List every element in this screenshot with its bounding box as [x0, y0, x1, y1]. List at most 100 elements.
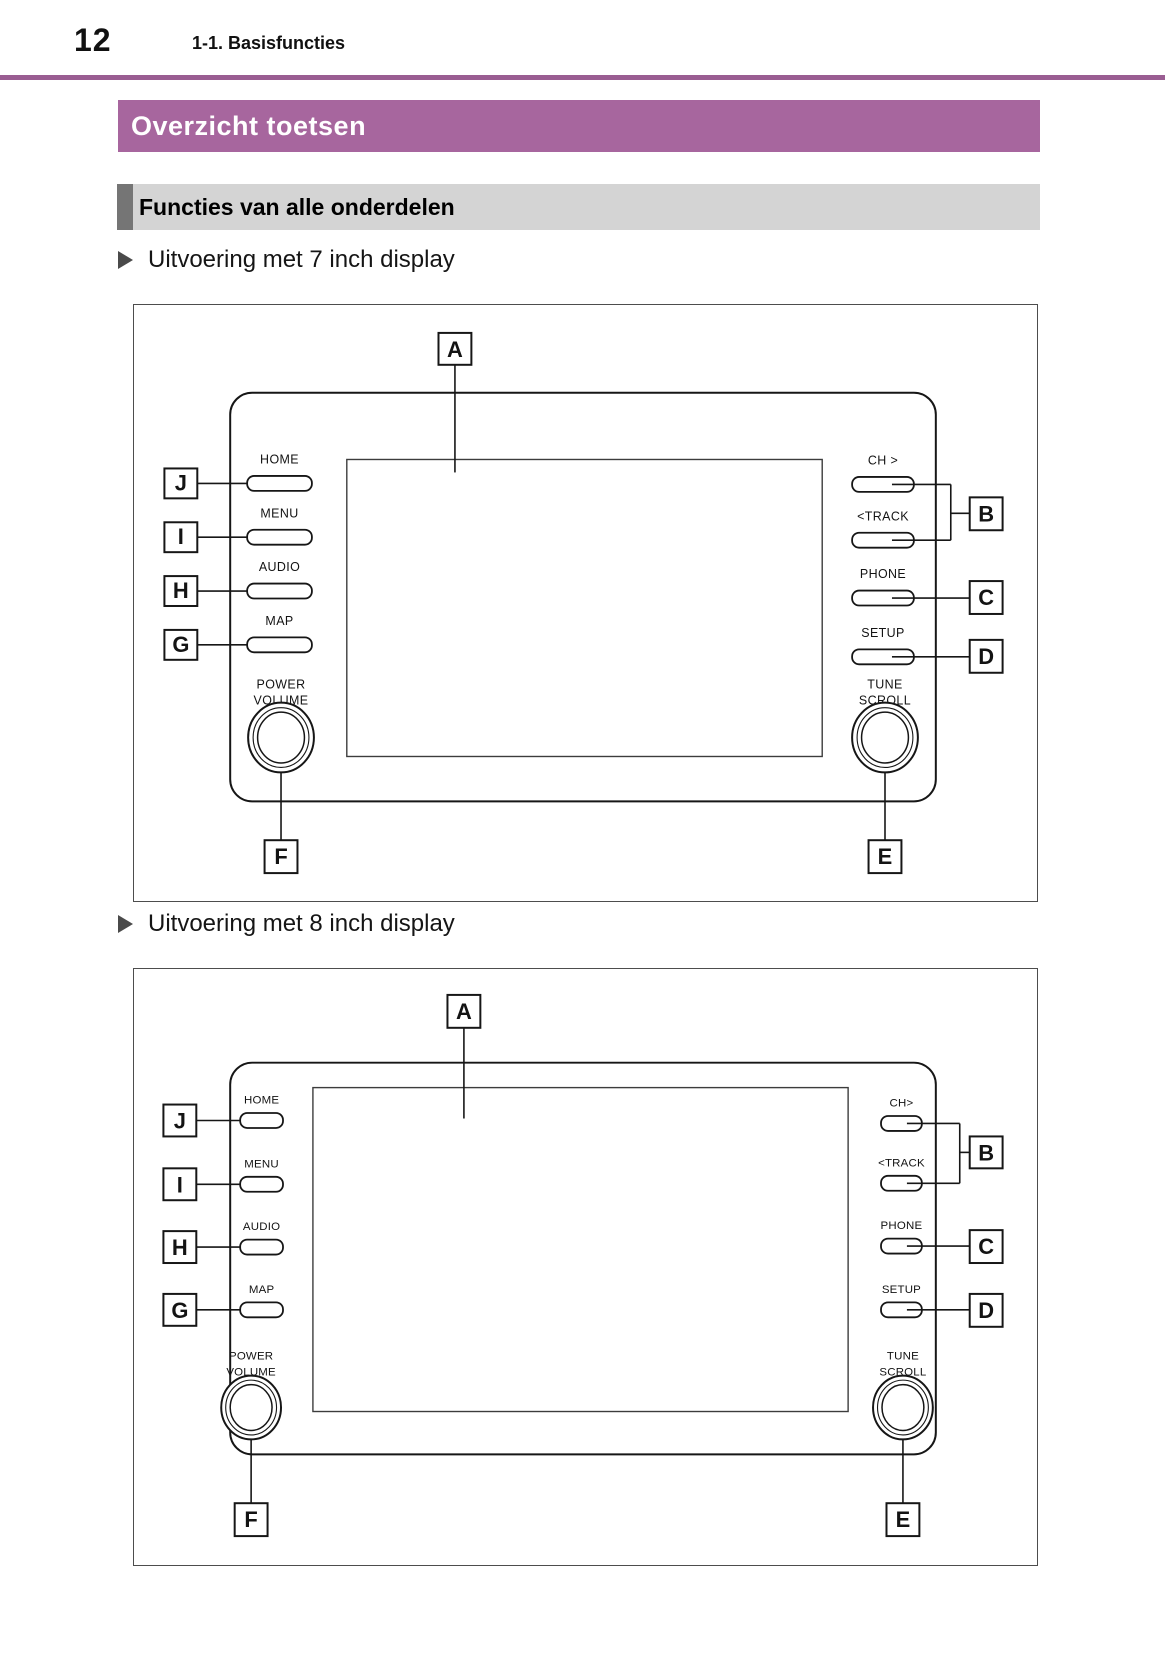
callout-box-i	[163, 521, 199, 554]
triangle-bullet-icon	[118, 251, 133, 269]
map-button-label: MAP	[249, 1284, 275, 1296]
callout-box-b	[968, 496, 1004, 532]
callout-box-b	[968, 1135, 1004, 1170]
callout-box-i	[162, 1167, 198, 1202]
variant-heading-8inch: Uitvoering met 8 inch display	[118, 910, 455, 938]
callout-letter-f: F	[244, 1507, 257, 1532]
power-label: POWER	[257, 678, 306, 692]
callout-letter-g: G	[171, 1298, 188, 1323]
scroll-label: SCROLL	[879, 1367, 926, 1379]
callout-box-d	[968, 1292, 1004, 1328]
callout-ch-track: B	[906, 1122, 1004, 1185]
diagram-8-inch: A HOME J MENU I AUDIO H MAP	[162, 993, 1004, 1538]
callout-letter-d: D	[978, 644, 994, 669]
audio-button	[246, 582, 313, 600]
callout-letter-b: B	[978, 1140, 994, 1165]
volume-label: VOLUME	[226, 1367, 276, 1379]
callout-letter-a: A	[456, 999, 472, 1024]
section-title: Functies van alle onderdelen	[117, 184, 1040, 230]
callout-letter-i: I	[178, 524, 184, 549]
knob-inner-ring	[881, 1383, 925, 1432]
track-button-label: <TRACK	[857, 509, 909, 523]
knob-mid-ring	[876, 1379, 929, 1436]
callout-box-g	[163, 628, 199, 661]
callout-letter-b: B	[978, 501, 994, 526]
setup-button-label: SETUP	[882, 1284, 921, 1296]
diagram-7-inch: A HOME J MENU I AUDIO H MAP	[163, 331, 1004, 875]
figure-7-inch: A HOME J MENU I AUDIO H MAP	[133, 304, 1038, 902]
ch-row: CH>	[880, 1098, 923, 1132]
callout-box-a	[437, 331, 473, 366]
figure-8-inch: A HOME J MENU I AUDIO H MAP	[133, 968, 1038, 1566]
callout-box-d	[968, 638, 1004, 674]
map-button	[246, 636, 313, 654]
callout-letter-e: E	[896, 1507, 911, 1532]
callout-box-f	[233, 1502, 269, 1538]
display-screen	[346, 458, 823, 758]
audio-button-label: AUDIO	[243, 1221, 280, 1233]
home-button	[246, 475, 313, 492]
power-volume-knob: POWER VOLUME F	[220, 1351, 283, 1538]
audio-button-label: AUDIO	[259, 560, 300, 574]
volume-label: VOLUME	[254, 694, 309, 708]
map-button-label: MAP	[265, 614, 293, 628]
map-row: MAP G	[162, 1284, 284, 1327]
page-number: 12	[74, 22, 112, 58]
callout-box-j	[163, 467, 199, 500]
track-button-label: <TRACK	[878, 1157, 925, 1169]
callout-box-f	[263, 839, 299, 875]
callout-box-c	[968, 580, 1004, 615]
menu-button	[246, 528, 313, 546]
menu-row: MENU I	[162, 1158, 284, 1202]
map-button	[239, 1301, 284, 1319]
menu-row: MENU I	[163, 506, 313, 554]
phone-button-label: PHONE	[881, 1220, 923, 1232]
home-row: HOME J	[163, 452, 313, 500]
callout-letter-j: J	[174, 1108, 186, 1133]
callout-box-c	[968, 1229, 1004, 1265]
tune-label: TUNE	[867, 678, 902, 692]
track-row: <TRACK	[851, 509, 915, 549]
triangle-bullet-icon	[118, 915, 133, 933]
head-unit	[229, 391, 937, 803]
menu-button-label: MENU	[244, 1158, 279, 1170]
power-volume-knob: POWER VOLUME F	[247, 678, 315, 875]
knob-mid-ring	[856, 707, 914, 768]
track-row: <TRACK	[878, 1157, 925, 1192]
menu-button-label: MENU	[260, 506, 298, 520]
scroll-label: SCROLL	[859, 694, 911, 708]
variant-heading-label: Uitvoering met 7 inch display	[148, 246, 455, 273]
callout-box-j	[162, 1103, 198, 1138]
callout-box-e	[867, 839, 903, 875]
power-label: POWER	[229, 1351, 273, 1363]
knob-inner-ring	[860, 711, 910, 764]
setup-button-label: SETUP	[861, 626, 904, 640]
callout-letter-a: A	[447, 337, 463, 362]
audio-button	[239, 1238, 284, 1256]
tune-label: TUNE	[887, 1351, 919, 1363]
knob-mid-ring	[225, 1379, 278, 1436]
knob-inner-ring	[256, 711, 306, 764]
phone-button-label: PHONE	[860, 567, 906, 581]
audio-row: AUDIO H	[162, 1221, 284, 1265]
head-unit	[229, 1061, 937, 1456]
callout-letter-h: H	[172, 1235, 188, 1260]
home-button-label: HOME	[260, 452, 299, 466]
callout-letter-c: C	[978, 585, 994, 610]
setup-row: SETUP D	[851, 626, 1004, 674]
home-button-label: HOME	[244, 1095, 279, 1107]
callout-ch-track: B	[891, 483, 1004, 542]
callout-letter-j: J	[175, 470, 187, 495]
callout-letter-f: F	[274, 844, 287, 869]
header-rule	[0, 75, 1165, 80]
callout-box-e	[885, 1502, 921, 1538]
menu-button	[239, 1175, 284, 1193]
callout-screen: A	[437, 331, 473, 473]
variant-heading-label: Uitvoering met 8 inch display	[148, 910, 455, 937]
callout-letter-h: H	[173, 578, 189, 603]
callout-box-h	[162, 1230, 198, 1265]
tune-scroll-knob: TUNE SCROLL E	[851, 678, 919, 875]
callout-letter-g: G	[172, 632, 189, 657]
callout-letter-e: E	[878, 844, 893, 869]
callout-box-h	[163, 575, 199, 607]
